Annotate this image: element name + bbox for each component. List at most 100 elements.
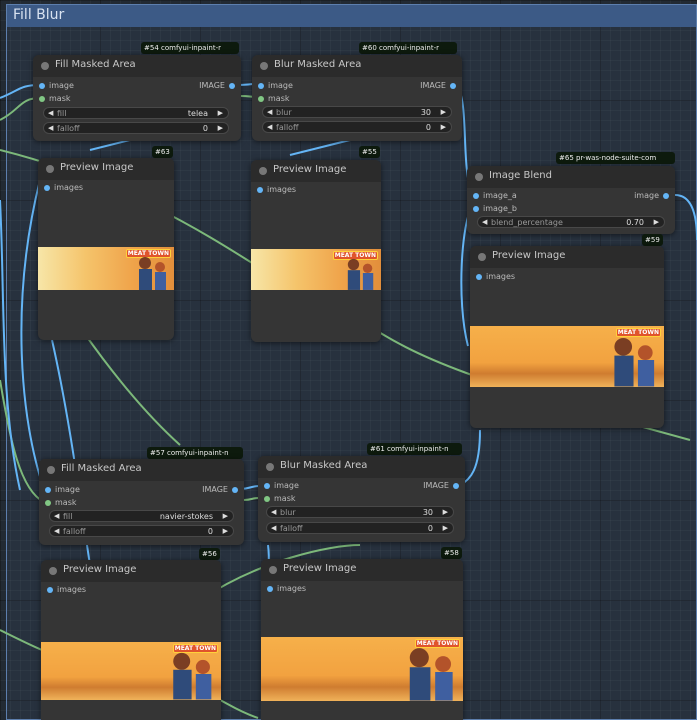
slot-label: image_b (483, 204, 517, 213)
increment-arrow-icon[interactable]: ▶ (442, 508, 448, 516)
widget-label: falloff (280, 524, 303, 533)
node-title: Fill Masked Area (55, 59, 136, 70)
collapse-dot-icon[interactable] (260, 62, 268, 70)
node-title-bar[interactable]: Preview Image (38, 158, 174, 180)
preview-image[interactable]: MEAT TOWN (251, 249, 381, 290)
node-title-bar[interactable]: Preview Image (41, 560, 221, 582)
slot-dot-icon[interactable] (258, 96, 264, 102)
slot-label: images (486, 272, 516, 281)
slot-label: mask (274, 494, 296, 503)
increment-arrow-icon[interactable]: ▶ (217, 109, 223, 117)
collapse-dot-icon[interactable] (475, 173, 483, 181)
collapse-dot-icon[interactable] (266, 463, 274, 471)
slot-dot-icon[interactable] (264, 496, 270, 502)
slot-dot-icon[interactable] (39, 96, 45, 102)
collapse-dot-icon[interactable] (49, 567, 57, 575)
node-title-bar[interactable]: Preview Image (470, 246, 664, 268)
collapse-dot-icon[interactable] (259, 167, 267, 175)
widget-value: 0 (202, 124, 208, 133)
slot-dot-icon[interactable] (45, 487, 51, 493)
node-title-bar[interactable]: Preview Image (261, 559, 463, 581)
decrement-arrow-icon[interactable]: ◀ (482, 218, 488, 226)
node-preview-image-56[interactable]: Preview Image images MEAT TOWN (41, 560, 221, 720)
slot-dot-icon[interactable] (473, 193, 479, 199)
group-header[interactable]: Fill Blur (7, 5, 696, 27)
node-preview-image-59[interactable]: Preview Image images MEAT TOWN (470, 246, 664, 428)
slot-dot-icon[interactable] (39, 83, 45, 89)
node-title-bar[interactable]: Fill Masked Area (33, 55, 241, 77)
node-title-bar[interactable]: Preview Image (251, 160, 381, 182)
slot-dot-icon[interactable] (476, 274, 482, 280)
collapse-dot-icon[interactable] (41, 62, 49, 70)
collapse-dot-icon[interactable] (47, 466, 55, 474)
widget-label: blend_percentage (491, 218, 563, 227)
slot-dot-icon[interactable] (47, 587, 53, 593)
node-image-blend-65[interactable]: Image Blend image_a image_b image ◀blend… (467, 166, 675, 234)
increment-arrow-icon[interactable]: ▶ (653, 218, 659, 226)
collapse-dot-icon[interactable] (269, 566, 277, 574)
node-title-bar[interactable]: Blur Masked Area (258, 456, 465, 478)
preview-image[interactable]: MEAT TOWN (38, 247, 174, 290)
collapse-dot-icon[interactable] (478, 253, 486, 261)
increment-arrow-icon[interactable]: ▶ (222, 527, 228, 535)
slot-dot-icon[interactable] (45, 500, 51, 506)
node-preview-image-55[interactable]: Preview Image images MEAT TOWN (251, 160, 381, 342)
decrement-arrow-icon[interactable]: ◀ (54, 527, 60, 535)
widget-label: falloff (57, 124, 80, 133)
node-title: Image Blend (489, 170, 552, 181)
increment-arrow-icon[interactable]: ▶ (442, 524, 448, 532)
decrement-arrow-icon[interactable]: ◀ (271, 524, 277, 532)
node-title-bar[interactable]: Image Blend (467, 166, 675, 188)
node-title-bar[interactable]: Blur Masked Area (252, 55, 462, 77)
slot-dot-icon[interactable] (257, 187, 263, 193)
slot-dot-icon[interactable] (267, 586, 273, 592)
slot-dot-icon[interactable] (473, 206, 479, 212)
collapse-dot-icon[interactable] (46, 165, 54, 173)
decrement-arrow-icon[interactable]: ◀ (267, 123, 273, 131)
node-title-bar[interactable]: Fill Masked Area (39, 459, 244, 481)
increment-arrow-icon[interactable]: ▶ (222, 512, 228, 520)
widget-value: 0 (207, 527, 213, 536)
falloff-number-widget[interactable]: ◀falloff 0 ▶ (43, 122, 229, 134)
slot-dot-icon[interactable] (229, 83, 235, 89)
preview-image[interactable]: MEAT TOWN (41, 642, 221, 700)
increment-arrow-icon[interactable]: ▶ (217, 124, 223, 132)
preview-image[interactable]: MEAT TOWN (261, 637, 463, 701)
decrement-arrow-icon[interactable]: ◀ (54, 512, 60, 520)
slot-dot-icon[interactable] (258, 83, 264, 89)
widget-value: 30 (422, 508, 433, 517)
slot-dot-icon[interactable] (232, 487, 238, 493)
slot-label: image (634, 191, 659, 200)
node-preview-image-63[interactable]: Preview Image images MEAT TOWN (38, 158, 174, 340)
node-badge-59: #59 (642, 234, 663, 246)
slot-dot-icon[interactable] (663, 193, 669, 199)
slot-dot-icon[interactable] (44, 185, 50, 191)
decrement-arrow-icon[interactable]: ◀ (48, 109, 54, 117)
decrement-arrow-icon[interactable]: ◀ (271, 508, 277, 516)
slot-dot-icon[interactable] (450, 83, 456, 89)
increment-arrow-icon[interactable]: ▶ (440, 123, 446, 131)
node-preview-image-58[interactable]: Preview Image images MEAT TOWN (261, 559, 463, 720)
decrement-arrow-icon[interactable]: ◀ (267, 108, 273, 116)
slot-dot-icon[interactable] (264, 483, 270, 489)
preview-image[interactable]: MEAT TOWN (470, 326, 664, 387)
slot-dot-icon[interactable] (453, 483, 459, 489)
node-badge-56: #56 (199, 548, 220, 560)
slot-label: mask (49, 94, 71, 103)
decrement-arrow-icon[interactable]: ◀ (48, 124, 54, 132)
node-title: Preview Image (273, 164, 347, 175)
increment-arrow-icon[interactable]: ▶ (440, 108, 446, 116)
group-title: Fill Blur (13, 7, 65, 23)
